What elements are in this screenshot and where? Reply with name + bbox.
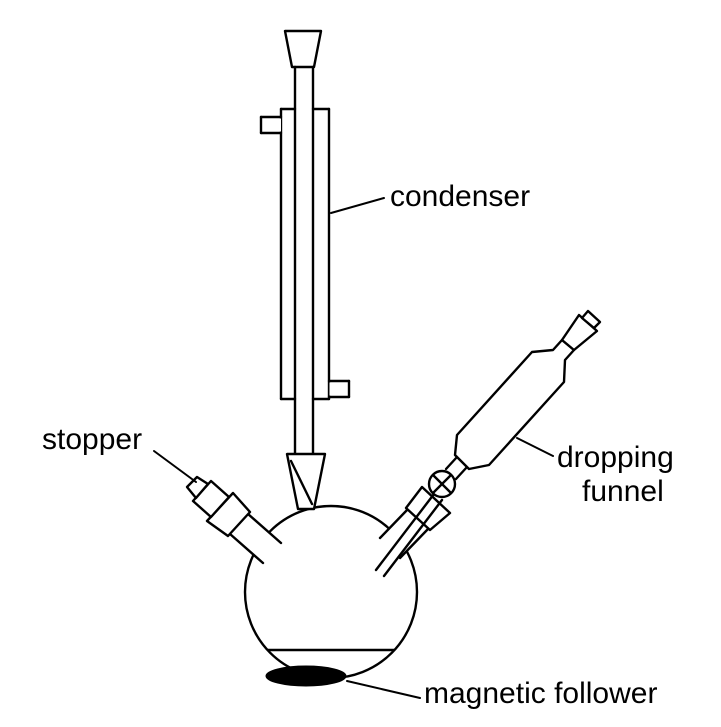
condenser-label: condenser (390, 180, 530, 213)
flask-left-neck-wall (246, 512, 283, 545)
dropping-funnel-label-line1: dropping (557, 441, 674, 474)
condenser-drawing (259, 29, 351, 511)
stopper-head (185, 475, 210, 500)
arm-mask (260, 118, 281, 132)
stopper-label: stopper (42, 423, 142, 456)
magnetic-follower-leader-line (346, 680, 421, 699)
condenser-water-outlet-arm (327, 379, 351, 399)
glassware-outlines (153, 29, 602, 699)
flask-drawing (243, 504, 419, 680)
condenser-joint-hatch-line (289, 459, 314, 506)
funnel-outlet-tube-line (374, 492, 436, 572)
stopcock-plug-cross (431, 473, 453, 495)
dropping-funnel-leader-line (516, 437, 554, 457)
funnel-stem-wall (444, 455, 459, 471)
magnetic-follower-shape (265, 665, 347, 687)
funnel-outlet-tube-line (382, 498, 444, 578)
stopper-drawing (185, 475, 283, 565)
magnetic-follower-label: magnetic follower (424, 677, 657, 710)
flask-left-neck-wall (228, 532, 265, 565)
flask-right-neck-wall (398, 527, 430, 560)
condenser-leader-line (330, 197, 385, 214)
dropping-funnel-drawing (374, 309, 602, 578)
flask-right-neck-wall (378, 507, 410, 540)
funnel-stem-wall (454, 465, 469, 481)
stopper-leader-line (153, 450, 197, 483)
condenser-top-joint (283, 29, 323, 69)
funnel-top-cap (580, 309, 602, 330)
funnel-joint-socket (404, 485, 452, 532)
flask-left-neck-mask (230, 514, 281, 563)
condenser-water-inlet-arm (259, 115, 283, 135)
arm-mask (329, 382, 350, 396)
dropping-funnel-label-line2: funnel (582, 475, 664, 508)
stopper-barrel (191, 479, 231, 519)
condenser-lower-joint (285, 452, 327, 511)
stopcock-valve-icon (427, 469, 457, 499)
stopper-joint-socket (205, 491, 252, 538)
